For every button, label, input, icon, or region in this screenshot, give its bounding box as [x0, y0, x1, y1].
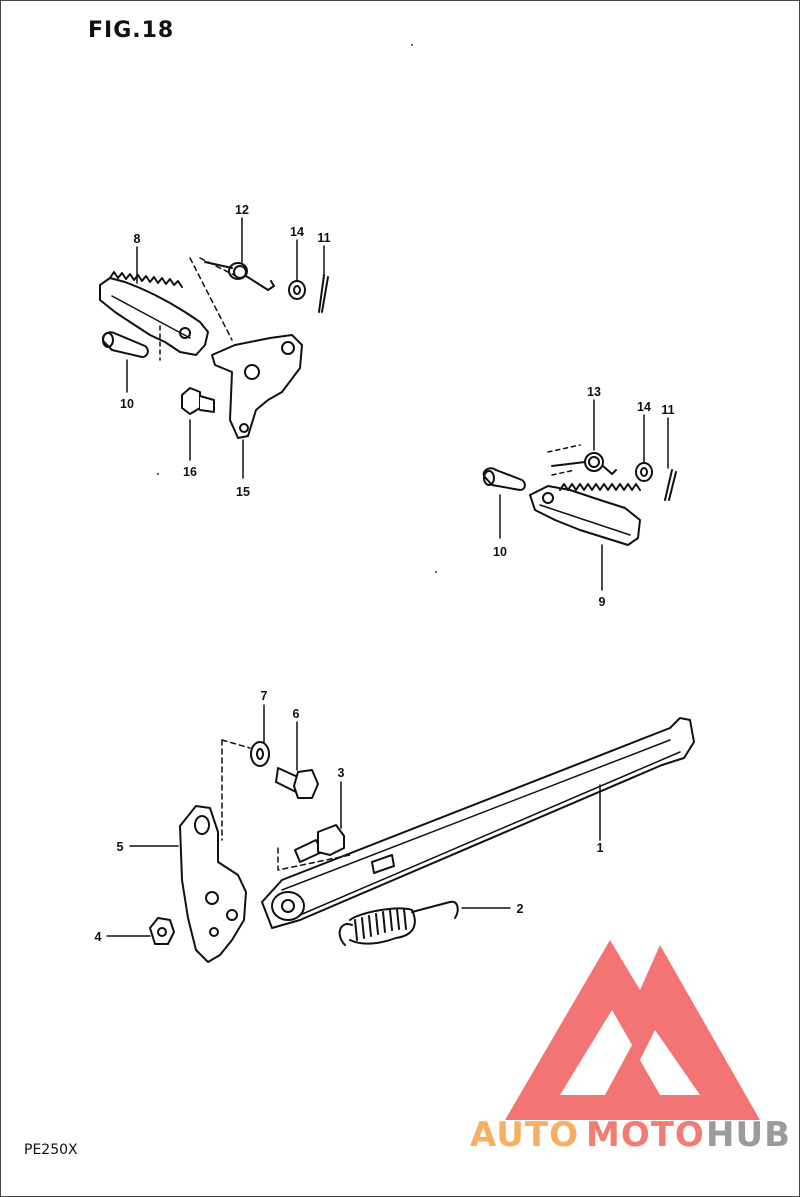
- callout-8: 8: [134, 232, 141, 246]
- callout-3: 3: [338, 766, 345, 780]
- model-code: PE250X: [24, 1142, 78, 1158]
- watermark-word-moto: MOTO: [586, 1115, 705, 1155]
- callout-14-left: 14: [290, 225, 304, 239]
- bolt-6-part: [275, 767, 319, 799]
- figure-title: FIG.18: [88, 18, 175, 43]
- watermark-logo: AUTO MOTO HUB: [470, 940, 791, 1155]
- callout-16: 16: [183, 465, 197, 479]
- washer-14-part-b: [635, 462, 653, 482]
- cotter-pin-11-part-b: [664, 469, 677, 501]
- washer-14-part-a: [288, 280, 306, 300]
- watermark-word-auto: AUTO: [470, 1115, 579, 1155]
- spring-12-part: [204, 261, 275, 291]
- bracket-15-part: [211, 334, 303, 439]
- callout-7: 7: [261, 689, 268, 703]
- footrest-pin-left: [102, 331, 149, 358]
- spring-2-part: [338, 900, 459, 946]
- callout-1: 1: [597, 841, 604, 855]
- nut-4-part: [149, 917, 175, 945]
- callout-14-right: 14: [637, 400, 651, 414]
- footrest-left-part: [99, 271, 209, 356]
- callout-6: 6: [293, 707, 300, 721]
- spring-13-part: [547, 444, 617, 476]
- callout-4: 4: [95, 930, 102, 944]
- callout-13: 13: [587, 385, 601, 399]
- bolt-16-part: [181, 387, 215, 415]
- bolt-3-part: [294, 824, 345, 863]
- callout-15: 15: [236, 485, 250, 499]
- side-stand-part: [261, 717, 695, 929]
- footrest-right-part: [529, 483, 641, 546]
- callout-5: 5: [117, 840, 124, 854]
- callout-2: 2: [517, 902, 524, 916]
- callout-12: 12: [235, 203, 249, 217]
- callout-11-left: 11: [317, 231, 330, 245]
- washer-7-part: [250, 741, 270, 767]
- callout-11-right: 11: [661, 403, 674, 417]
- callout-10-left: 10: [120, 397, 134, 411]
- bracket-5-part: [179, 805, 247, 963]
- cotter-pin-11-part-a: [318, 274, 329, 313]
- callout-10-right: 10: [493, 545, 507, 559]
- watermark-word-hub: HUB: [706, 1115, 791, 1155]
- callout-9: 9: [599, 595, 606, 609]
- footrest-pin-right: [482, 467, 526, 491]
